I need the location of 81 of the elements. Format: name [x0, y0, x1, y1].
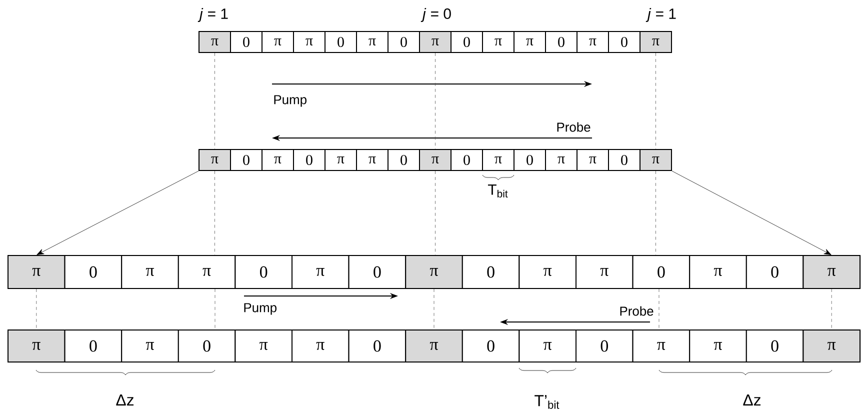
- phase-cell: 0: [746, 330, 804, 362]
- length-label: Δz: [116, 394, 134, 406]
- beam-label: Probe: [620, 306, 654, 316]
- phase-cell: π: [234, 330, 292, 362]
- phase-cell: 0: [348, 255, 406, 289]
- dashed-line: [36, 288, 37, 330]
- phase-cell: 0: [64, 255, 122, 289]
- period-label: T$_{bit}$: [488, 184, 508, 198]
- phase-cell: 0: [178, 330, 236, 362]
- phase-cell: π: [262, 149, 294, 171]
- phase-cell: π: [576, 255, 634, 289]
- phase-cell: π: [8, 330, 66, 362]
- dashed-line: [435, 52, 436, 150]
- arrow: [672, 170, 832, 255]
- phase-cell: 0: [608, 31, 640, 53]
- phase-cell: π: [293, 31, 326, 53]
- dashed-line: [831, 288, 832, 330]
- arrow: [36, 170, 199, 255]
- phase-cell: 0: [608, 149, 640, 171]
- phase-cell: π: [482, 149, 514, 171]
- phase-cell: π: [640, 149, 672, 171]
- beam-label: Pump: [244, 303, 276, 315]
- phase-cell: 0: [324, 31, 357, 53]
- dashed-line: [214, 52, 215, 150]
- phase-cell: 0: [462, 255, 520, 289]
- beam-label: Pump: [274, 95, 306, 107]
- phase-cell: π: [324, 149, 357, 171]
- phase-cell: π: [198, 31, 231, 53]
- phase-cell: π: [640, 31, 672, 53]
- index-label: j = 1: [198, 8, 228, 22]
- phase-cell: π: [689, 330, 747, 362]
- phase-cell: π: [419, 149, 452, 171]
- phase-cell: 0: [388, 149, 420, 171]
- phase-cell: 0: [450, 31, 483, 53]
- phase-cell: π: [518, 330, 576, 362]
- phase-cell: π: [292, 330, 350, 362]
- beam-label: Probe: [557, 122, 590, 132]
- phase-cell: π: [576, 31, 609, 53]
- phase-cell: π: [419, 31, 452, 53]
- phase-cell: π: [632, 330, 690, 362]
- phase-cell: π: [576, 149, 609, 171]
- phase-cell: π: [8, 255, 66, 289]
- length-label: Δz: [743, 394, 761, 406]
- phase-cell: 0: [545, 31, 578, 53]
- phase-cell: 0: [450, 149, 483, 171]
- phase-cell: π: [121, 330, 179, 362]
- phase-cell: π: [405, 330, 463, 362]
- dashed-line: [435, 170, 436, 256]
- dashed-line: [214, 170, 215, 256]
- phase-cell: 0: [348, 330, 406, 362]
- phase-cell: π: [356, 149, 388, 171]
- phase-cell: π: [356, 31, 388, 53]
- phase-cell: 0: [514, 149, 546, 171]
- phase-cell: 0: [293, 149, 326, 171]
- index-label: j = 1: [646, 8, 676, 22]
- phase-cell: π: [178, 255, 236, 289]
- period-label: T’$_{bit}$: [534, 395, 560, 409]
- phase-cell: π: [514, 31, 546, 53]
- phase-cell: π: [482, 31, 514, 53]
- phase-cell: π: [198, 149, 231, 171]
- phase-cell: 0: [746, 255, 804, 289]
- phase-cell: π: [262, 31, 294, 53]
- dashed-line: [214, 288, 216, 330]
- phase-cell: π: [802, 330, 860, 362]
- phase-cell: π: [292, 255, 350, 289]
- phase-cell: 0: [632, 255, 690, 289]
- phase-cell: π: [405, 255, 463, 289]
- phase-cell: π: [518, 255, 576, 289]
- phase-cell: π: [689, 255, 747, 289]
- phase-cell: π: [545, 149, 578, 171]
- phase-cell: 0: [64, 330, 122, 362]
- dashed-line: [658, 288, 660, 330]
- index-label: j = 0: [420, 8, 451, 22]
- phase-cell: π: [121, 255, 179, 289]
- phase-cell: 0: [388, 31, 420, 53]
- phase-cell: 0: [230, 31, 262, 53]
- phase-cell: π: [802, 255, 860, 289]
- phase-cell: 0: [462, 330, 520, 362]
- phase-cell: 0: [234, 255, 292, 289]
- phase-cell: 0: [576, 330, 634, 362]
- phase-cell: 0: [230, 149, 262, 171]
